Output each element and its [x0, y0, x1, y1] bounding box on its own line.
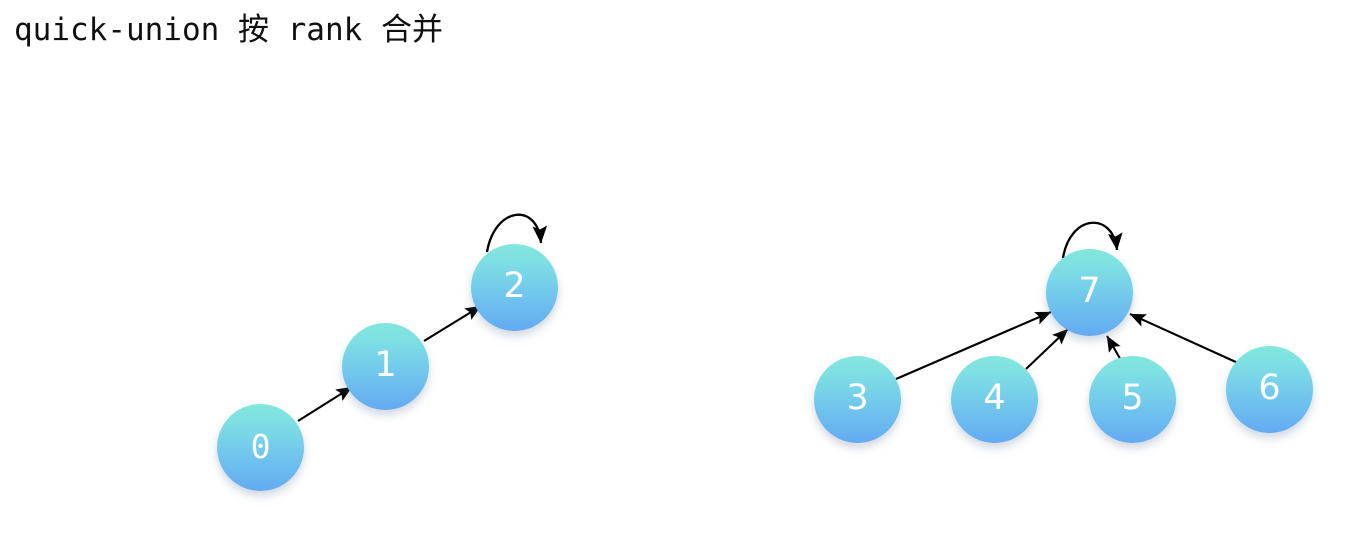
node-1-label: 1 — [374, 345, 397, 385]
node-5[interactable]: 5 — [1089, 356, 1176, 443]
node-0-label: 0 — [250, 427, 271, 466]
node-6-label: 6 — [1258, 368, 1281, 408]
node-7[interactable]: 7 — [1046, 249, 1133, 336]
node-7-label: 7 — [1078, 271, 1101, 311]
edge-4-to-7 — [1025, 328, 1069, 370]
node-2-label: 2 — [503, 266, 526, 306]
page-title: quick-union 按 rank 合并 — [14, 12, 443, 48]
node-2[interactable]: 2 — [471, 244, 558, 331]
node-6[interactable]: 6 — [1226, 346, 1313, 433]
node-4-label: 4 — [983, 378, 1006, 418]
edge-0-to-1 — [297, 386, 353, 422]
node-0[interactable]: 0 — [217, 404, 304, 491]
edge-6-to-7 — [1129, 313, 1239, 364]
node-5-label: 5 — [1121, 378, 1144, 418]
node-1[interactable]: 1 — [342, 323, 429, 410]
edge-1-to-2 — [423, 305, 482, 342]
node-3[interactable]: 3 — [814, 356, 901, 443]
node-3-label: 3 — [846, 378, 869, 418]
node-4[interactable]: 4 — [951, 356, 1038, 443]
